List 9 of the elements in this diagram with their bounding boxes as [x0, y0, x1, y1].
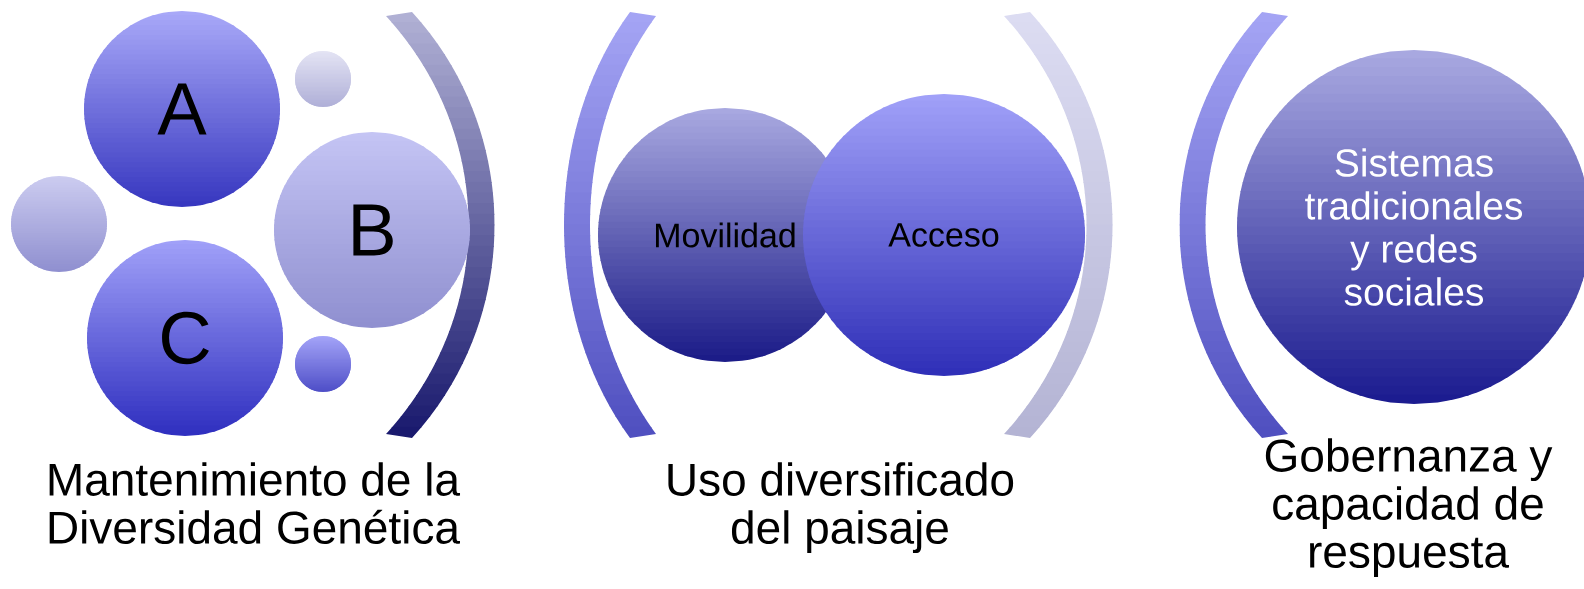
node-label: B [353, 204, 393, 256]
node-label: A [157, 83, 207, 135]
circle [295, 336, 351, 392]
circle [11, 176, 107, 272]
caption-text: Mantenimiento de la Diversidad Genética [49, 462, 460, 544]
caption-text: Uso diversificado del paisaje [668, 462, 1014, 554]
circle [295, 51, 351, 107]
node-label: C [162, 311, 209, 365]
node-label: Sistemas tradicionales y redes sociales [1305, 148, 1523, 306]
